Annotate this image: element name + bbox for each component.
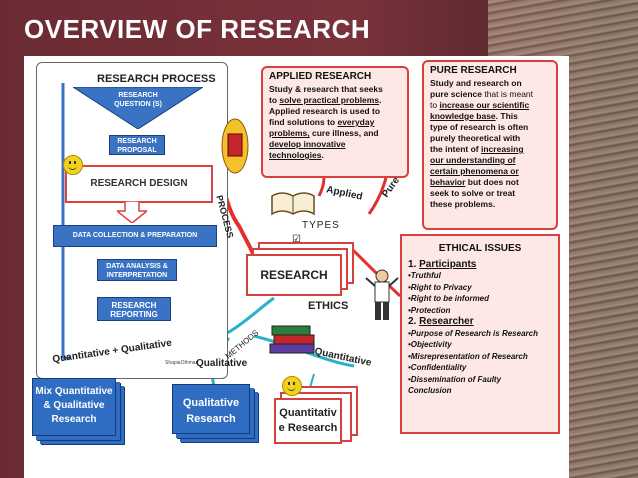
- research-process-scroll: RESEARCH PROCESS RESEARCH QUESTION (S) R…: [36, 62, 228, 379]
- pure-line: seek to solve or treat: [430, 188, 516, 198]
- pure-line: these problems.: [430, 199, 496, 209]
- pure-text: to: [430, 100, 440, 110]
- research-proposal-box: RESEARCH PROPOSAL: [109, 135, 165, 155]
- mindmap-panel: RESEARCH PROCESS RESEARCH QUESTION (S) R…: [24, 56, 569, 478]
- pure-line: type of research is often: [430, 122, 529, 132]
- pure-underline: behavior: [430, 177, 466, 187]
- research-reporting-box: RESEARCH REPORTING: [97, 297, 171, 321]
- smiley-face-icon: [63, 155, 83, 175]
- ethical-issues-box: ETHICAL ISSUES 1. Participants •Truthful…: [400, 234, 560, 434]
- pure-underline: our understanding of: [430, 155, 516, 165]
- quant-line: e Research: [278, 422, 338, 434]
- participants-item: •Right to be informed: [408, 294, 490, 303]
- mix-line: Research: [51, 414, 97, 425]
- pure-text: pure science: [430, 89, 482, 99]
- applied-text: find solutions to: [269, 117, 338, 127]
- applied-text: to: [269, 95, 280, 105]
- researcher-item: •Confidentiality: [408, 363, 467, 372]
- book-shield-icon: [221, 118, 249, 174]
- down-arrow-icon: [117, 201, 147, 223]
- smiley-face-icon: [282, 376, 302, 396]
- applied-line: Applied research is used to: [269, 106, 381, 116]
- ethical-num: 2.: [408, 316, 420, 327]
- applied-line: Study & research that seeks: [269, 84, 383, 94]
- pure-line: purely theoretical with: [430, 133, 521, 143]
- book-pile-icon: [269, 325, 315, 354]
- research-question-label: RESEARCH QUESTION (S): [114, 92, 162, 108]
- mix-line: Mix Quantitative: [35, 386, 113, 397]
- pure-underline: increase our scientific: [439, 100, 530, 110]
- participants-item: •Protection: [408, 305, 451, 315]
- researcher-item: •Misrepresentation of Research: [408, 351, 528, 361]
- open-book-icon: [271, 192, 315, 216]
- pure-text: that is meant: [481, 89, 534, 99]
- applied-underline: problems,: [269, 128, 310, 138]
- researcher-label: Researcher: [419, 316, 474, 327]
- researcher-item: •Purpose of Research is Research: [408, 328, 538, 338]
- participants-label: Participants: [419, 258, 477, 270]
- types-label: TYPES: [302, 220, 340, 231]
- researcher-item: Conclusion: [408, 386, 452, 395]
- qual-line: Qualitative: [182, 397, 240, 409]
- pure-text: . This: [495, 111, 518, 121]
- applied-underline: everyday: [337, 117, 375, 127]
- slide-title: OVERVIEW OF RESEARCH: [24, 14, 371, 44]
- quantitative-research-box: Quantitativ e Research: [274, 398, 342, 444]
- applied-text: .: [379, 95, 382, 105]
- ethics-label: ETHICS: [308, 300, 349, 312]
- research-center-box: RESEARCH: [246, 254, 342, 296]
- pure-underline: knowledge base: [430, 111, 496, 121]
- data-analysis-box: DATA ANALYSIS & INTERPRETATION: [97, 259, 177, 281]
- applied-underline: technologies: [269, 150, 322, 160]
- pure-text: but does not: [465, 177, 519, 187]
- qualitative-label: Qualitative: [196, 358, 248, 369]
- process-arrow-line: [61, 83, 71, 360]
- qualitative-research-box: Qualitative Research: [172, 384, 250, 434]
- pure-heading: PURE RESEARCH: [430, 65, 517, 76]
- researcher-item: •Objectivity: [408, 340, 452, 349]
- researcher-item: •Dissemination of Faulty: [408, 374, 502, 384]
- applied-underline: develop innovative: [269, 139, 346, 149]
- mix-research-box: Mix Quantitative & Qualitative Research: [32, 378, 116, 436]
- credit-text: ShapiaOthman: [165, 360, 199, 366]
- data-collection-box: DATA COLLECTION & PREPARATION: [53, 225, 217, 247]
- person-figure-icon: [365, 269, 399, 320]
- applied-heading: APPLIED RESEARCH: [269, 71, 372, 82]
- participants-item: •Truthful: [408, 271, 441, 280]
- ethical-heading: ETHICAL ISSUES: [438, 243, 522, 254]
- applied-underline: solve practical problems: [279, 95, 380, 105]
- applied-research-box: APPLIED RESEARCH Study & research that s…: [261, 66, 409, 178]
- research-process-title: RESEARCH PROCESS: [97, 73, 216, 85]
- checkbox-mark: ☑: [292, 234, 301, 245]
- pure-research-box: PURE RESEARCH Study and research on pure…: [422, 60, 558, 230]
- funnel-shape: [73, 87, 203, 129]
- qual-line: Research: [186, 413, 236, 425]
- pure-underline: certain phenomena or: [430, 166, 519, 176]
- participants-item: •Right to Privacy: [408, 282, 472, 292]
- research-design-box: RESEARCH DESIGN: [65, 165, 213, 203]
- pure-line: Study and research on: [430, 78, 522, 88]
- ethical-num: 1.: [408, 258, 420, 270]
- quant-line: Quantitativ: [279, 407, 337, 419]
- applied-text: cure illness, and: [309, 128, 379, 138]
- applied-text: .: [321, 150, 324, 160]
- mix-line: & Qualitative: [43, 400, 105, 411]
- pure-text: the intent of: [430, 144, 481, 154]
- pure-underline: increasing: [481, 144, 524, 154]
